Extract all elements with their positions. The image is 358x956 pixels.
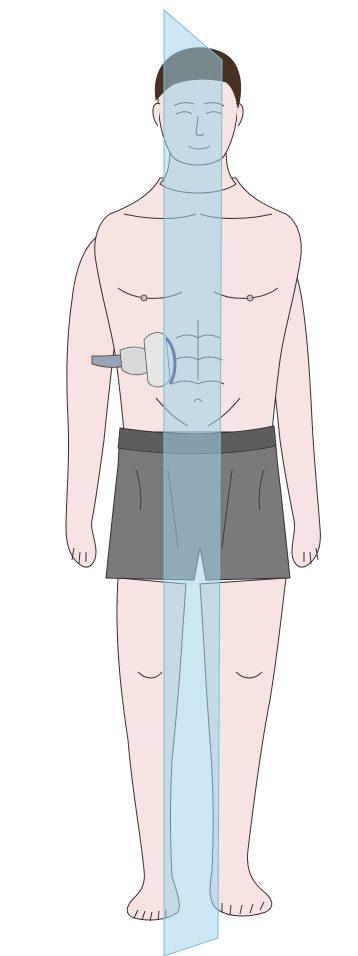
ear-left (236, 103, 243, 126)
nipple-left (247, 295, 253, 301)
probe-handle (120, 347, 148, 375)
sagittal-plane (164, 10, 222, 956)
ear-right (153, 103, 160, 126)
nipple-right (141, 295, 147, 301)
